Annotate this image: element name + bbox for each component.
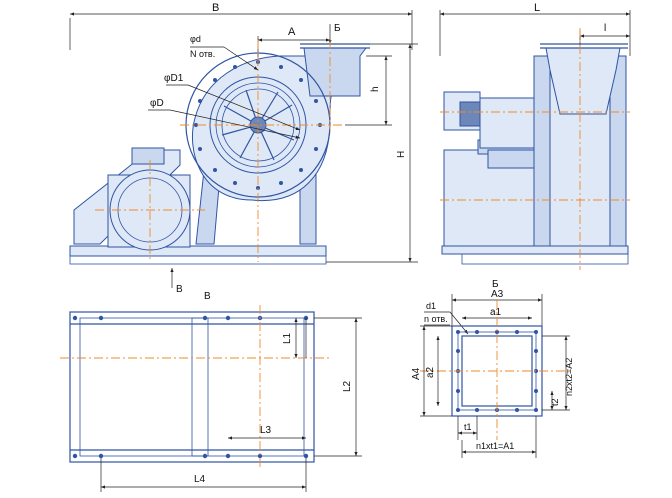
dim-label-l: l	[604, 23, 606, 34]
label-n-holes: n отв.	[424, 314, 448, 324]
dim-label-h: h	[370, 86, 381, 92]
dim-label-A4: A4	[411, 367, 422, 380]
dim-label-n2t2: n2xt2=A2	[564, 358, 574, 396]
front-view: B A Б	[69, 2, 418, 295]
side-casing-flange-left	[533, 55, 551, 247]
view-arrow-top-label: Б	[334, 23, 341, 34]
flange-bolts	[194, 60, 322, 190]
dim-label-B: B	[212, 2, 219, 14]
bottom-crossmember	[191, 317, 209, 457]
dim-label-L4: L4	[194, 474, 206, 485]
label-D1: φD1	[164, 73, 184, 84]
dim-label-L3: L3	[260, 425, 272, 436]
dim-label-t1: t1	[464, 422, 472, 432]
dim-label-t2: t2	[550, 398, 560, 406]
bottom-bolts	[72, 315, 309, 459]
dim-label-L1: L1	[282, 332, 293, 344]
leader-d	[223, 46, 259, 71]
dim-label-a2: a2	[425, 366, 436, 378]
dim-label-n1t1: n1xt1=A1	[476, 441, 514, 451]
side-view: L l	[439, 2, 631, 270]
side-shaft-housing	[479, 97, 541, 149]
dim-label-A: A	[288, 26, 296, 38]
dim-label-a1: a1	[490, 307, 502, 318]
bottom-frame	[69, 311, 315, 463]
label-d1: d1	[426, 301, 436, 311]
bottom-view-label: В	[204, 291, 211, 302]
flange-bolt-holes	[456, 330, 538, 412]
label-D: φD	[150, 98, 164, 109]
dim-label-A3: A3	[491, 289, 504, 300]
bottom-view: В L1 L2	[60, 291, 362, 492]
leader-D1	[187, 84, 301, 131]
flange-view-label: Б	[492, 279, 499, 290]
dim-label-L: L	[534, 2, 540, 14]
leader-d1	[449, 311, 469, 335]
side-terminal-box	[487, 149, 535, 169]
label-N: N отв.	[190, 49, 215, 59]
view-arrow-bottom-label: В	[176, 284, 183, 295]
dim-label-L2: L2	[342, 380, 353, 392]
leader-D	[169, 109, 301, 139]
label-d: φd	[190, 34, 201, 44]
dim-label-H: H	[396, 151, 407, 158]
motor-terminal-box	[131, 147, 165, 165]
side-base	[441, 245, 629, 255]
base-rail	[69, 255, 327, 265]
outlet-duct	[303, 47, 367, 97]
flange-view: Б A3 a1 d1 n отв.	[411, 279, 574, 458]
side-base-rail	[461, 253, 629, 265]
